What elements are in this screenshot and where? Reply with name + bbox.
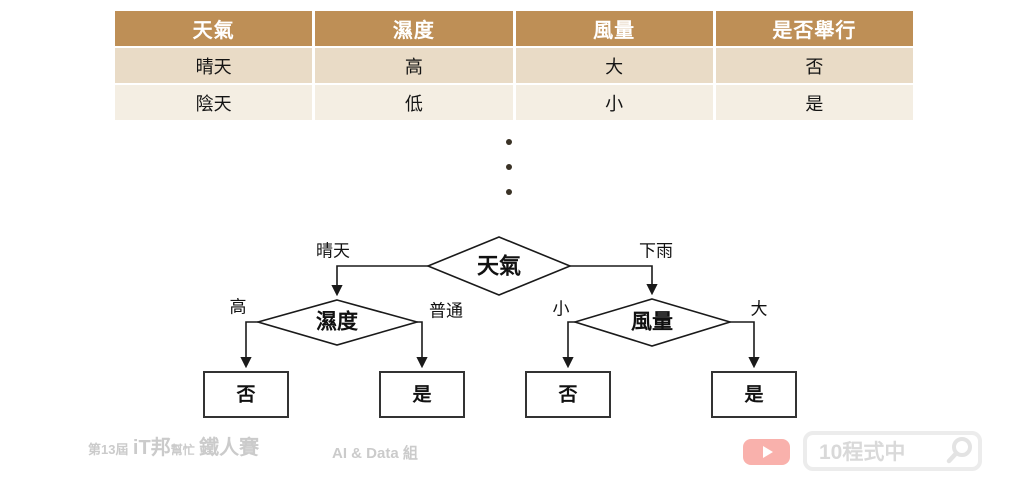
edge-weather-to-wind xyxy=(570,265,658,296)
table-header-humidity: 濕度 xyxy=(315,11,513,46)
search-box[interactable]: 10程式中 xyxy=(803,431,982,471)
table-cell: 小 xyxy=(515,85,713,120)
table-cell: 晴天 xyxy=(115,48,313,83)
contest-prefix: 第13屆 xyxy=(88,442,129,457)
leaf-label-yes-right: 是 xyxy=(744,384,763,406)
humidity-node-label: 濕度 xyxy=(316,310,358,334)
weather-node-label: 天氣 xyxy=(477,254,521,279)
edge-wind-to-no xyxy=(562,321,575,369)
dot xyxy=(506,164,512,170)
ironman-contest-watermark: 第13屆 iT邦幫忙 鐵人賽 xyxy=(88,436,259,462)
table-header-weather: 天氣 xyxy=(115,11,313,46)
decision-node-weather xyxy=(425,236,573,296)
table-cell: 高 xyxy=(315,48,513,83)
search-text: 10程式中 xyxy=(819,441,906,464)
table-cell: 陰天 xyxy=(115,85,313,120)
leaf-node-no-left xyxy=(203,371,289,418)
branch-label-small: 小 xyxy=(553,300,570,319)
table-cell: 是 xyxy=(715,85,913,120)
edge-humidity-to-yes xyxy=(416,321,428,369)
decision-node-wind xyxy=(572,298,733,347)
search-icon[interactable] xyxy=(944,437,972,465)
branch-label-rain: 下雨 xyxy=(639,242,673,261)
table-cell: 低 xyxy=(315,85,513,120)
decision-node-humidity xyxy=(255,299,420,346)
branch-label-normal: 普通 xyxy=(429,302,463,321)
branch-label-big: 大 xyxy=(751,300,768,319)
branch-label-sunny: 晴天 xyxy=(316,242,350,261)
edge-wind-to-yes xyxy=(730,321,760,369)
table-header-held: 是否舉行 xyxy=(715,11,913,46)
table-cell: 大 xyxy=(515,48,713,83)
ellipsis-dots xyxy=(506,139,512,195)
leaf-node-yes-left xyxy=(379,371,465,418)
play-icon xyxy=(762,446,773,458)
leaf-label-no-left: 否 xyxy=(235,385,255,406)
leaf-node-no-right xyxy=(525,371,611,418)
table-header-wind: 風量 xyxy=(515,11,713,46)
contest-suffix: 鐵人賽 xyxy=(199,437,260,459)
leaf-node-yes-right xyxy=(711,371,797,418)
contest-brand: iT邦 xyxy=(132,437,171,459)
leaf-label-no-right: 否 xyxy=(557,385,577,406)
table-cell: 否 xyxy=(715,48,913,83)
dot xyxy=(506,189,512,195)
contest-brand-small: 幫忙 xyxy=(170,443,195,457)
decision-tree: 天氣 濕度 風量 晴天 下雨 高 普通 小 大 否 是 否 是 xyxy=(203,236,797,418)
training-data-table: 天氣 濕度 風量 是否舉行 晴天 高 大 否 陰天 低 小 是 xyxy=(115,11,913,120)
wind-node-label: 風量 xyxy=(631,311,673,334)
youtube-play-button[interactable] xyxy=(743,439,790,465)
leaf-label-yes-left: 是 xyxy=(412,384,431,406)
edge-weather-to-humidity xyxy=(331,265,428,297)
dot xyxy=(506,139,512,145)
group-watermark: AI & Data 組 xyxy=(332,445,418,462)
branch-label-high: 高 xyxy=(230,298,247,317)
edge-humidity-to-no xyxy=(240,321,258,369)
